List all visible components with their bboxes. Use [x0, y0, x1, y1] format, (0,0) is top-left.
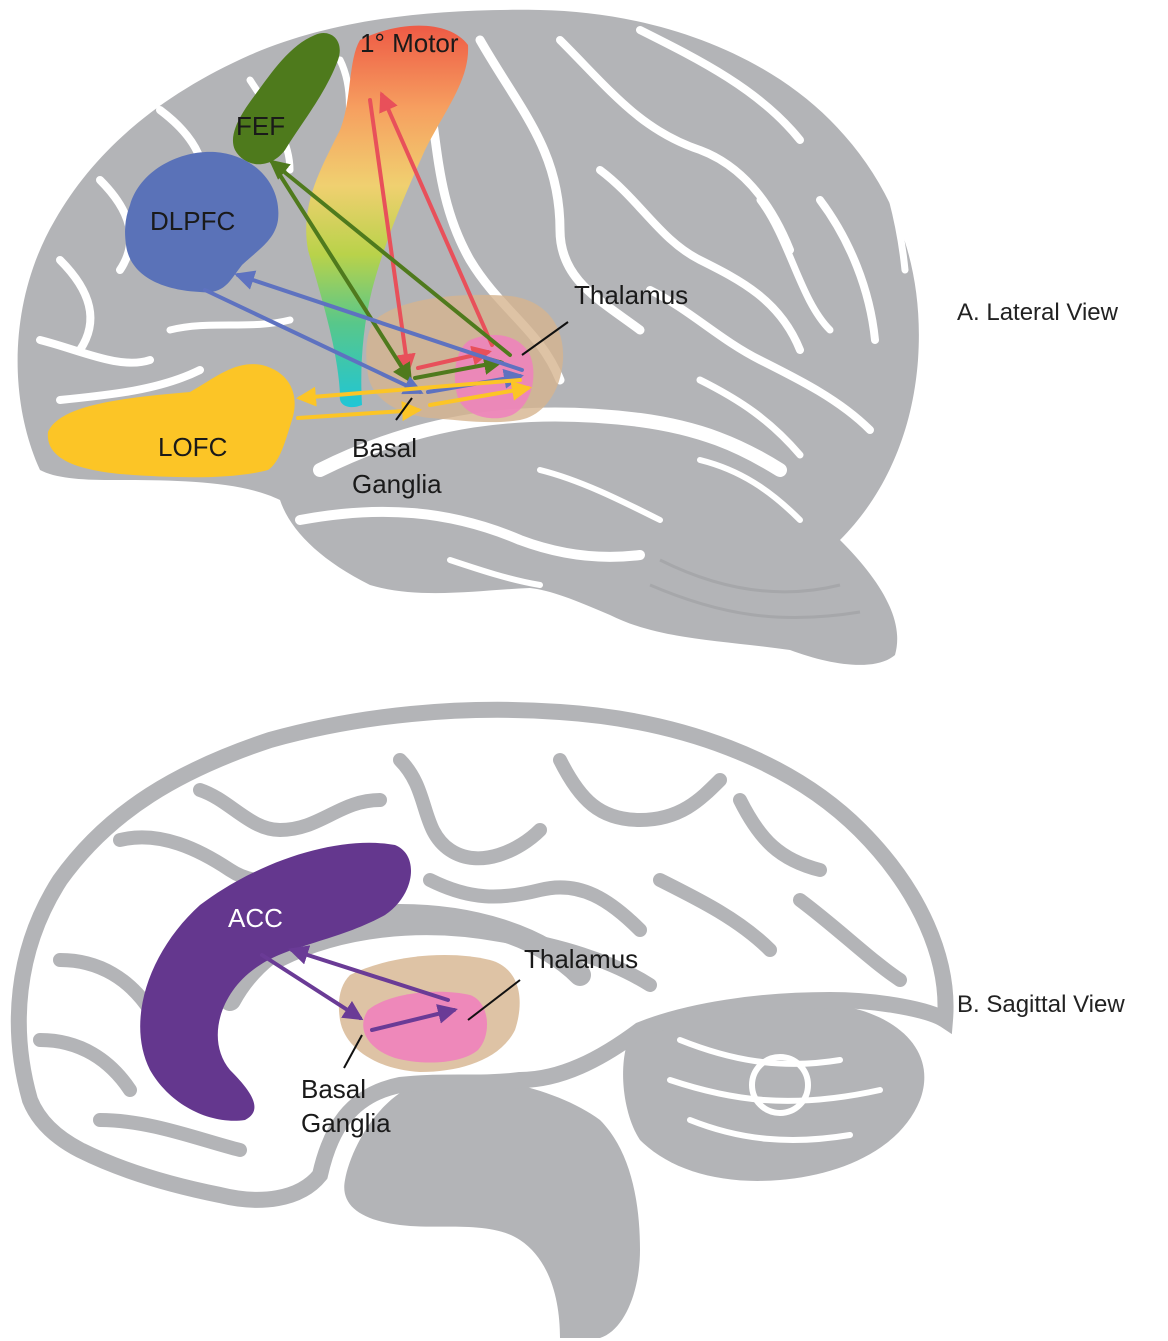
sagittal-view-title: B. Sagittal View — [957, 991, 1125, 1018]
label-lofc: LOFC — [158, 432, 227, 462]
sagittal-view: ACC Thalamus Basal Ganglia B. Sagittal V… — [19, 710, 1125, 1338]
label-thalamus-sagittal: Thalamus — [524, 944, 638, 974]
label-basal-lateral-2: Ganglia — [352, 469, 442, 499]
label-fef: FEF — [236, 111, 285, 141]
label-basal-sagittal-2: Ganglia — [301, 1108, 391, 1138]
label-basal-sagittal-1: Basal — [301, 1074, 366, 1104]
label-acc: ACC — [228, 903, 283, 933]
label-motor: 1° Motor — [360, 28, 459, 58]
label-thalamus-lateral: Thalamus — [574, 280, 688, 310]
lateral-view-title: A. Lateral View — [957, 299, 1119, 326]
label-dlpfc: DLPFC — [150, 206, 235, 236]
label-basal-lateral-1: Basal — [352, 433, 417, 463]
lateral-view: 1° Motor FEF DLPFC LOFC Thalamus Basal G… — [18, 10, 1119, 665]
